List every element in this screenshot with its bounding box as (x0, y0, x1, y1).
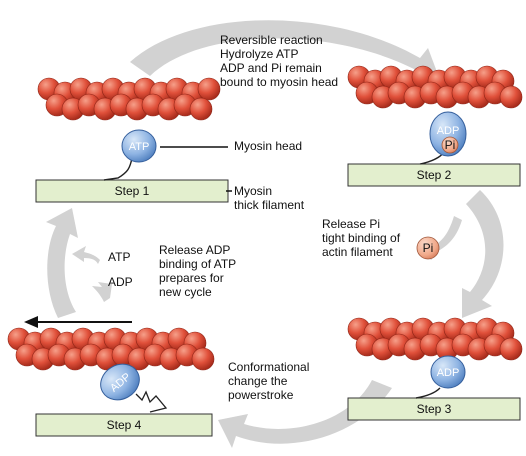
actin-monomer (189, 97, 213, 121)
actin-filament-step2 (347, 65, 523, 109)
step-2-label: Step 2 (417, 168, 452, 182)
free-pi-label: Pi (423, 241, 434, 255)
step-4-label: Step 4 (107, 418, 142, 432)
cycle-caption: Reversible reaction Hydrolyze ATP ADP an… (220, 33, 339, 89)
step-1-box: Step 1 (35, 179, 229, 203)
head-step2-pi-label: Pi (445, 138, 456, 152)
step-2-box: Step 2 (347, 163, 521, 187)
actin-filaments (7, 65, 523, 371)
atp-in-label: ATP (108, 250, 131, 264)
actin-filament-step3 (347, 317, 523, 361)
step-3-box: Step 3 (347, 397, 521, 421)
actin-monomer (191, 347, 215, 371)
myosin-head-step4: ADP (100, 363, 168, 413)
myosin-head-step1: ATP (103, 129, 157, 181)
actin-monomer (499, 337, 523, 361)
arrow-atp-in (72, 246, 100, 264)
actin-monomer (197, 77, 221, 101)
arrow-step1-to-step2 (130, 20, 440, 82)
myosin-head-step2: ADP Pi (419, 111, 467, 165)
arrow-adp-out (92, 282, 112, 302)
arrow-step4-to-step1 (46, 208, 78, 318)
step-1-label: Step 1 (115, 184, 150, 198)
released-pi: Pi (416, 236, 440, 260)
actin-filament-step1 (37, 77, 221, 121)
step-4-box: Step 4 (35, 413, 213, 437)
release-adp-caption: Release ADP binding of ATP prepares for … (159, 243, 237, 299)
arrow-step2-to-step3 (462, 190, 504, 318)
thick-filament-label: Myosin thick filament (234, 184, 305, 212)
head-step3-label: ADP (437, 367, 460, 379)
myosin-head-label: Myosin head (234, 139, 303, 153)
actin-filament-step4 (7, 327, 215, 371)
head-step1-label: ATP (129, 141, 150, 153)
movement-arrow (24, 316, 132, 328)
myosin-head-step3: ADP (415, 355, 466, 399)
head-step2-label: ADP (437, 125, 460, 137)
adp-out-label: ADP (108, 275, 133, 289)
bound-pi-circle (441, 136, 459, 154)
actin-monomer (499, 85, 523, 109)
release-pi-caption: Release Pi tight binding of actin filame… (322, 217, 401, 259)
arrow-step3-to-step4 (218, 380, 392, 448)
conformational-caption: Conformational change the powerstroke (228, 360, 310, 402)
step-3-label: Step 3 (417, 402, 452, 416)
